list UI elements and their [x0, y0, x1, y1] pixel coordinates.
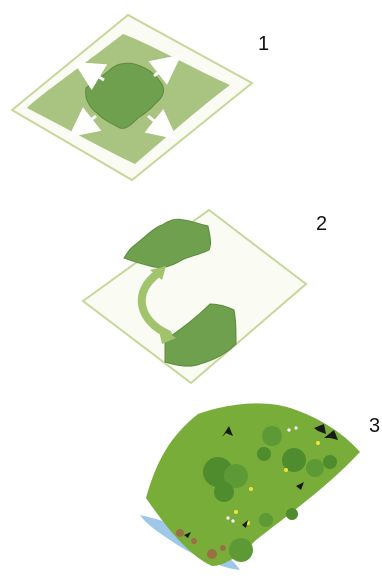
step-3-tree	[257, 447, 271, 461]
step-number-3: 3	[369, 416, 380, 436]
step-3-illustration	[140, 403, 360, 570]
step-number-2: 2	[316, 214, 327, 234]
step-3-white-dot	[231, 519, 234, 522]
step-3-tree	[286, 508, 298, 520]
step-3-tree	[306, 459, 324, 477]
step-3-tree	[214, 482, 234, 502]
step-3-flower	[316, 441, 320, 445]
step-3-tree	[323, 455, 337, 469]
step-3-pebble	[191, 538, 197, 544]
step-3-white-dot	[287, 428, 290, 431]
step-1-illustration	[12, 15, 252, 180]
step-3-pebble	[176, 529, 184, 537]
step-3-flower	[284, 468, 288, 472]
step-3-white-dot	[226, 516, 229, 519]
step-3-tree	[229, 538, 253, 562]
step-3-pebble	[207, 549, 217, 559]
step-3-tree	[259, 513, 273, 527]
step-3-tree	[262, 426, 282, 446]
step-3-flower	[234, 510, 238, 514]
step-3-white-dot	[294, 426, 297, 429]
step-3-flower	[249, 487, 253, 491]
step-3-pebble	[220, 545, 226, 551]
step-2-illustration	[83, 210, 306, 383]
step-number-1: 1	[258, 34, 269, 54]
